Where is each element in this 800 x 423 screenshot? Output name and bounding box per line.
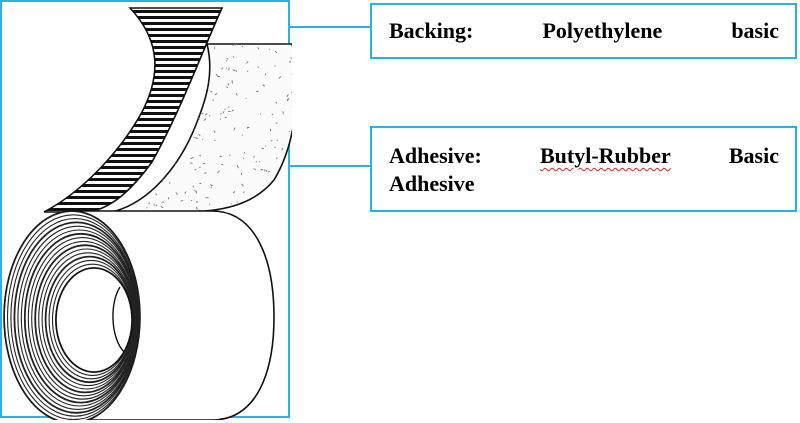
- adhesive-type: Basic: [728, 143, 779, 168]
- backing-callout-line: Backing: Polyethylene basic: [372, 18, 795, 44]
- adhesive-callout-line-1: Adhesive: Butyl-Rubber Basic: [372, 143, 795, 169]
- adhesive-label: Adhesive:: [389, 143, 482, 168]
- backing-callout: Backing: Polyethylene basic: [370, 3, 797, 59]
- adhesive-material: Butyl-Rubber: [539, 143, 671, 168]
- adhesive-line2: Adhesive: [389, 171, 475, 196]
- backing-label: Backing:: [389, 18, 474, 43]
- backing-material: Polyethylene: [542, 18, 663, 43]
- tape-roll-illustration: [3, 7, 292, 420]
- adhesive-callout: Adhesive: Butyl-Rubber Basic Adhesive: [370, 126, 797, 212]
- tape-roll: [3, 210, 275, 420]
- tape-roll-diagram: [0, 0, 292, 420]
- backing-type: basic: [731, 18, 779, 43]
- adhesive-callout-line-2: Adhesive: [372, 171, 795, 197]
